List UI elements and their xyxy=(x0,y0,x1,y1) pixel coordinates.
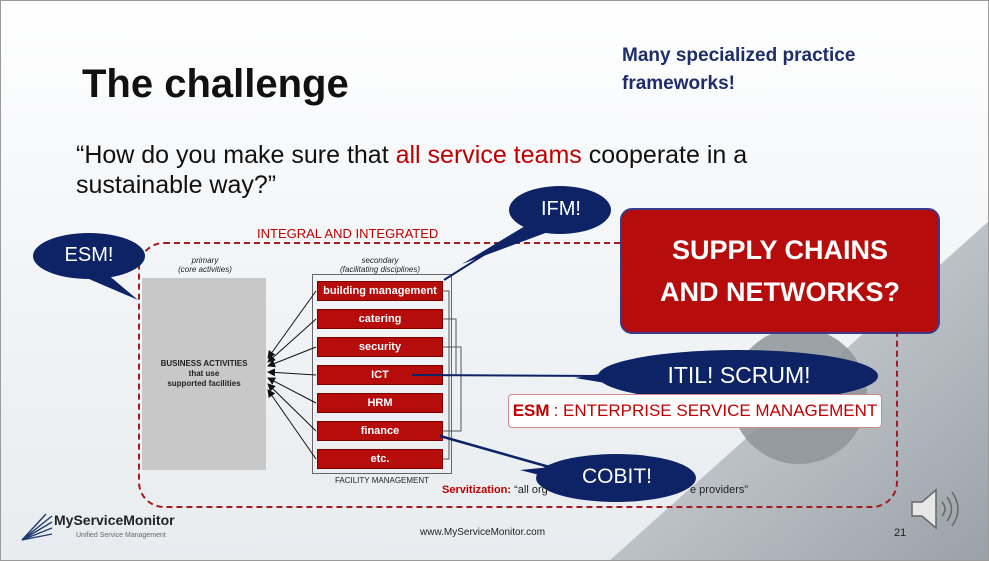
secondary-functions-frame xyxy=(312,274,452,474)
primary-label-line-1: primary xyxy=(191,256,219,265)
arrow-catering xyxy=(267,318,317,363)
subtitle-line-1: Many specialized practice xyxy=(622,45,856,66)
facility-management-label: FACILITY MANAGEMENT xyxy=(334,476,430,485)
esm-callout xyxy=(33,233,145,300)
ifm-callout xyxy=(462,186,611,264)
primary-label: primary (core activities) xyxy=(150,256,260,274)
callout-cobit-text: COBIT! xyxy=(581,465,652,488)
itil-pointer xyxy=(411,374,601,377)
cobit-pointer xyxy=(439,434,561,472)
secondary-label-line-2: (facilitating disciplines) xyxy=(339,265,421,274)
itil-callout xyxy=(575,350,878,402)
arrow-building xyxy=(267,290,317,359)
quote-part-1: “How do you make sure that xyxy=(76,141,396,169)
callout-itil-text: ITIL! SCRUM! xyxy=(667,362,811,388)
function-finance: finance xyxy=(317,421,443,441)
cobit-callout xyxy=(520,454,696,502)
quote-part-2: cooperate in a xyxy=(581,141,748,169)
arrow-hrm xyxy=(267,377,317,404)
supply-line-1: SUPPLY CHAINS xyxy=(671,235,889,265)
brand-tagline: Unified Service Management xyxy=(76,532,166,539)
quote-highlight: all service teams xyxy=(395,141,582,169)
function-etc: etc. xyxy=(317,449,443,469)
secondary-label-line-1: secondary xyxy=(361,256,399,265)
business-activities-box: BUSINESS ACTIVITIES that use supported f… xyxy=(142,278,266,470)
quote-text: “How do you make sure that all service t… xyxy=(76,140,876,200)
integral-label: INTEGRAL AND INTEGRATED xyxy=(257,226,439,241)
secondary-label: secondary (facilitating disciplines) xyxy=(320,256,440,274)
arrow-ict xyxy=(267,368,317,377)
function-hrm: HRM xyxy=(317,393,443,413)
function-security: security xyxy=(317,337,443,357)
slide-subtitle: Many specialized practice frameworks! xyxy=(622,42,922,98)
function-catering: catering xyxy=(317,309,443,329)
footer-url: www.MyServiceMonitor.com xyxy=(420,527,546,538)
primary-label-line-2: (core activities) xyxy=(178,265,232,274)
arrow-finance xyxy=(267,383,317,432)
servitization-line: Servitization: “all org xyxy=(442,484,548,496)
logo-icon xyxy=(21,513,53,541)
servitization-tail: e providers” xyxy=(690,484,749,496)
brand-name: MyServiceMonitor xyxy=(54,512,175,528)
esm-abbr: ESM xyxy=(512,401,550,420)
dependency-arrows xyxy=(267,290,317,460)
quote-line-2: sustainable way?” xyxy=(76,171,277,199)
business-line-1: BUSINESS ACTIVITIES xyxy=(160,359,248,368)
arrow-etc xyxy=(267,389,317,460)
supply-line-2: AND NETWORKS? xyxy=(660,277,900,307)
arrow-security xyxy=(267,346,317,368)
business-line-3: supported facilities xyxy=(167,379,241,388)
callout-esm-text: ESM! xyxy=(64,244,114,266)
business-line-2: that use xyxy=(188,369,220,378)
esm-definition: : ENTERPRISE SERVICE MANAGEMENT xyxy=(553,401,878,420)
speaker-icon[interactable] xyxy=(906,484,966,534)
servitization-text: “all org xyxy=(511,484,548,496)
servitization-label: Servitization: xyxy=(442,484,512,496)
callout-ifm-text: IFM! xyxy=(541,198,581,220)
function-building-management: building management xyxy=(317,281,443,301)
function-ict: ICT xyxy=(317,365,443,385)
page-number: 21 xyxy=(894,527,907,539)
esm-definition-box: ESM: ENTERPRISE SERVICE MANAGEMENT xyxy=(508,394,882,428)
supply-chains-box: SUPPLY CHAINS AND NETWORKS? xyxy=(620,208,940,334)
slide-title: The challenge xyxy=(82,62,349,106)
subtitle-line-2: frameworks! xyxy=(622,73,735,94)
